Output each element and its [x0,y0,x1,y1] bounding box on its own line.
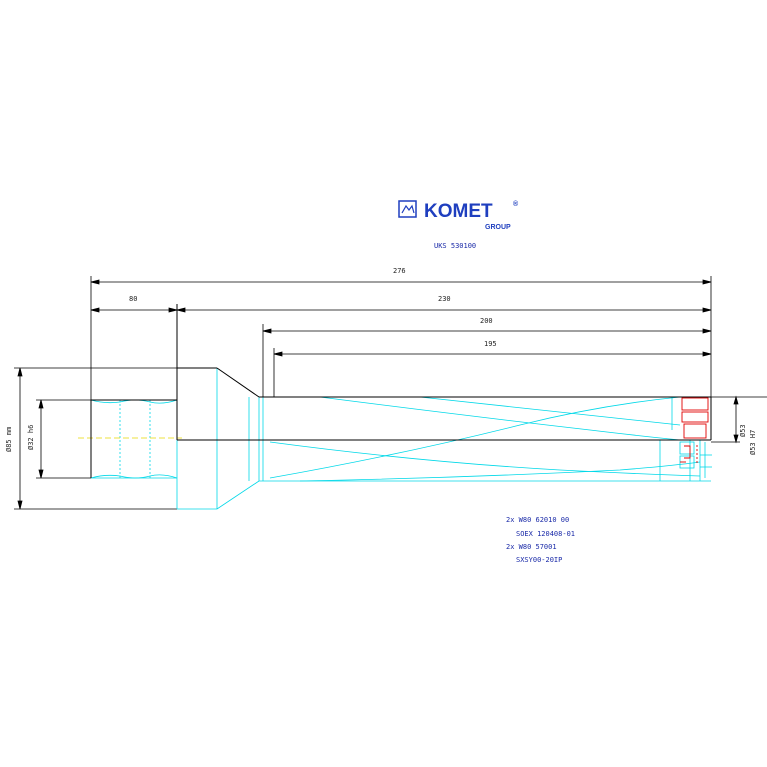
logo-emblem-icon [398,200,417,218]
dim-flange-diameter: Ø85 mm [5,427,13,452]
cutting-inserts [680,397,709,465]
part-number: UKS 530100 [434,242,476,250]
dim-body-length: 230 [438,295,451,303]
insert-notes: 2x W80 62010 00 SOEX 120408-01 2x W80 57… [506,516,575,564]
logo-brand: KOMET [424,201,493,222]
logo-registered-mark: ® [513,200,519,208]
logo-emblem-mark [401,204,415,214]
dim-shank-length: 80 [129,295,137,303]
insert-note-2: SOEX 120408-01 [516,530,575,538]
dim-drill-diameter-alt: Ø53 H7 [749,430,757,455]
tool-detail-lines [90,368,712,510]
insert-note-4: SXSY00-20IP [516,556,562,564]
dim-flute-length: 200 [480,317,493,325]
komet-logo: KOMET ® GROUP [398,200,519,231]
tool-outline [90,304,712,478]
dim-overall-length: 276 [393,267,406,275]
dim-drilling-depth: 195 [484,340,497,348]
logo-subtitle: GROUP [485,224,511,231]
dim-drill-diameter: Ø53 [739,424,747,437]
insert-note-3: 2x W80 57001 [506,543,557,551]
right-dimensions [711,395,767,444]
insert-note-1: 2x W80 62010 00 [506,516,569,524]
left-dimensions [14,367,217,510]
dimension-lines [90,276,712,440]
dim-shank-diameter: Ø32 h6 [27,425,35,450]
